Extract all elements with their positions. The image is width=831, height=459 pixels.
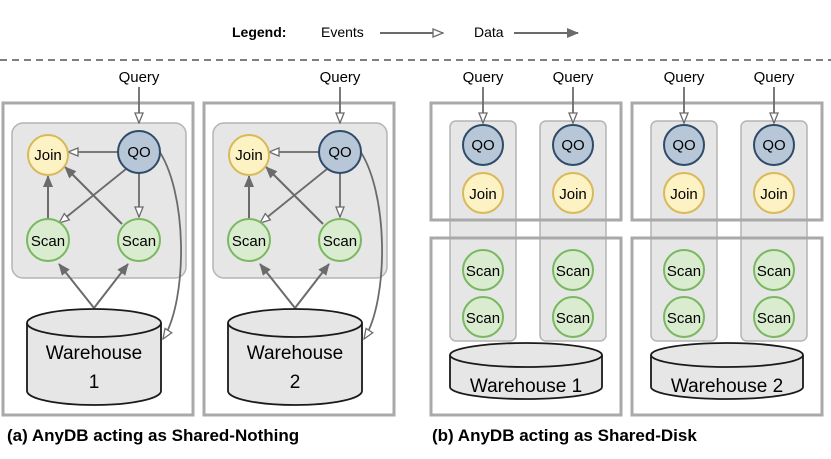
scan-node: Scan	[753, 296, 795, 338]
scan-label: Scan	[466, 263, 500, 280]
scan-node: Scan	[117, 218, 161, 262]
storage-server-frame	[429, 236, 623, 417]
query-label: Query	[320, 69, 361, 86]
qo-node: QO	[117, 130, 161, 174]
data-arrow-warehouse-to-scan	[259, 263, 296, 309]
scan-node: Scan	[462, 296, 504, 338]
scan-node: Scan	[663, 249, 705, 291]
scan-node: Scan	[663, 296, 705, 338]
warehouse-name: Warehouse	[247, 343, 343, 364]
data-arrow-warehouse-to-scan	[93, 263, 129, 309]
warehouse-cylinder: Warehouse 2	[650, 342, 804, 400]
qo-label: QO	[127, 144, 150, 161]
qo-label: QO	[471, 137, 494, 154]
qo-label: QO	[328, 144, 351, 161]
legend-data-label: Data	[474, 24, 504, 40]
scan-node: Scan	[552, 249, 594, 291]
legend-title: Legend:	[232, 24, 286, 40]
scan-label: Scan	[556, 263, 590, 280]
query-label: Query	[119, 69, 160, 86]
data-arrow-scan-to-join	[64, 166, 123, 225]
event-arrow-qo-to-warehouse	[156, 147, 182, 339]
scan-node: Scan	[318, 218, 362, 262]
scan-label: Scan	[466, 310, 500, 327]
warehouse-cylinder: Warehouse 1	[26, 308, 162, 406]
qo-label: QO	[762, 137, 785, 154]
join-node: Join	[228, 134, 270, 176]
warehouse-name: Warehouse 2	[671, 376, 783, 397]
data-arrow-warehouse-to-scan	[294, 263, 330, 309]
scan-label: Scan	[667, 310, 701, 327]
join-label: Join	[235, 147, 263, 164]
scan-label: Scan	[323, 233, 357, 250]
legend: Legend: Events Data	[232, 24, 579, 40]
shared-disk-diagram: Query Query Query Query QO QO QO QO Join…	[429, 69, 824, 445]
event-arrow-qo-to-scan	[59, 168, 127, 223]
query-label: Query	[463, 69, 504, 86]
shared-nothing-server-2: Query QO Join Scan S	[202, 69, 396, 417]
warehouse-cylinder: Warehouse 1	[449, 342, 603, 400]
join-label: Join	[34, 147, 62, 164]
scan-node: Scan	[552, 296, 594, 338]
data-arrow-warehouse-to-scan	[58, 263, 95, 309]
compute-server-frame	[429, 101, 623, 222]
shared-nothing-diagram: Query QO Join Scan	[1, 69, 396, 445]
scan-label: Scan	[232, 233, 266, 250]
qo-node: QO	[663, 124, 705, 166]
join-label: Join	[760, 186, 788, 203]
qo-node: QO	[552, 124, 594, 166]
legend-events-label: Events	[321, 24, 364, 40]
shared-nothing-server-1: Query QO Join Scan	[1, 69, 195, 417]
warehouse-cylinder: Warehouse 2	[227, 308, 363, 406]
qo-label: QO	[561, 137, 584, 154]
join-label: Join	[469, 186, 497, 203]
scan-label: Scan	[757, 310, 791, 327]
warehouse-number: 2	[290, 372, 301, 393]
qo-label: QO	[672, 137, 695, 154]
qo-node: QO	[462, 124, 504, 166]
join-label: Join	[670, 186, 698, 203]
query-label: Query	[754, 69, 795, 86]
query-label: Query	[553, 69, 594, 86]
scan-label: Scan	[122, 233, 156, 250]
scan-label: Scan	[31, 233, 65, 250]
join-label: Join	[559, 186, 587, 203]
storage-server-frame	[630, 236, 824, 417]
warehouse-number: 1	[89, 372, 100, 393]
join-node: Join	[462, 172, 504, 214]
scan-node: Scan	[227, 218, 271, 262]
shared-disk-caption: (b) AnyDB acting as Shared-Disk	[432, 426, 697, 445]
qo-node: QO	[753, 124, 795, 166]
scan-label: Scan	[757, 263, 791, 280]
event-arrow-qo-to-scan	[260, 168, 328, 223]
qo-node: QO	[318, 130, 362, 174]
query-label: Query	[664, 69, 705, 86]
scan-node: Scan	[462, 249, 504, 291]
data-arrow-scan-to-join	[265, 166, 324, 225]
scan-label: Scan	[667, 263, 701, 280]
warehouse-name: Warehouse	[46, 343, 142, 364]
compute-server-frame	[630, 101, 824, 222]
warehouse-name: Warehouse 1	[470, 376, 582, 397]
join-node: Join	[753, 172, 795, 214]
join-node: Join	[27, 134, 69, 176]
event-arrow-qo-to-warehouse	[357, 147, 383, 339]
join-node: Join	[663, 172, 705, 214]
shared-nothing-caption: (a) AnyDB acting as Shared-Nothing	[7, 426, 299, 445]
scan-label: Scan	[556, 310, 590, 327]
join-node: Join	[552, 172, 594, 214]
scan-node: Scan	[26, 218, 70, 262]
scan-node: Scan	[753, 249, 795, 291]
